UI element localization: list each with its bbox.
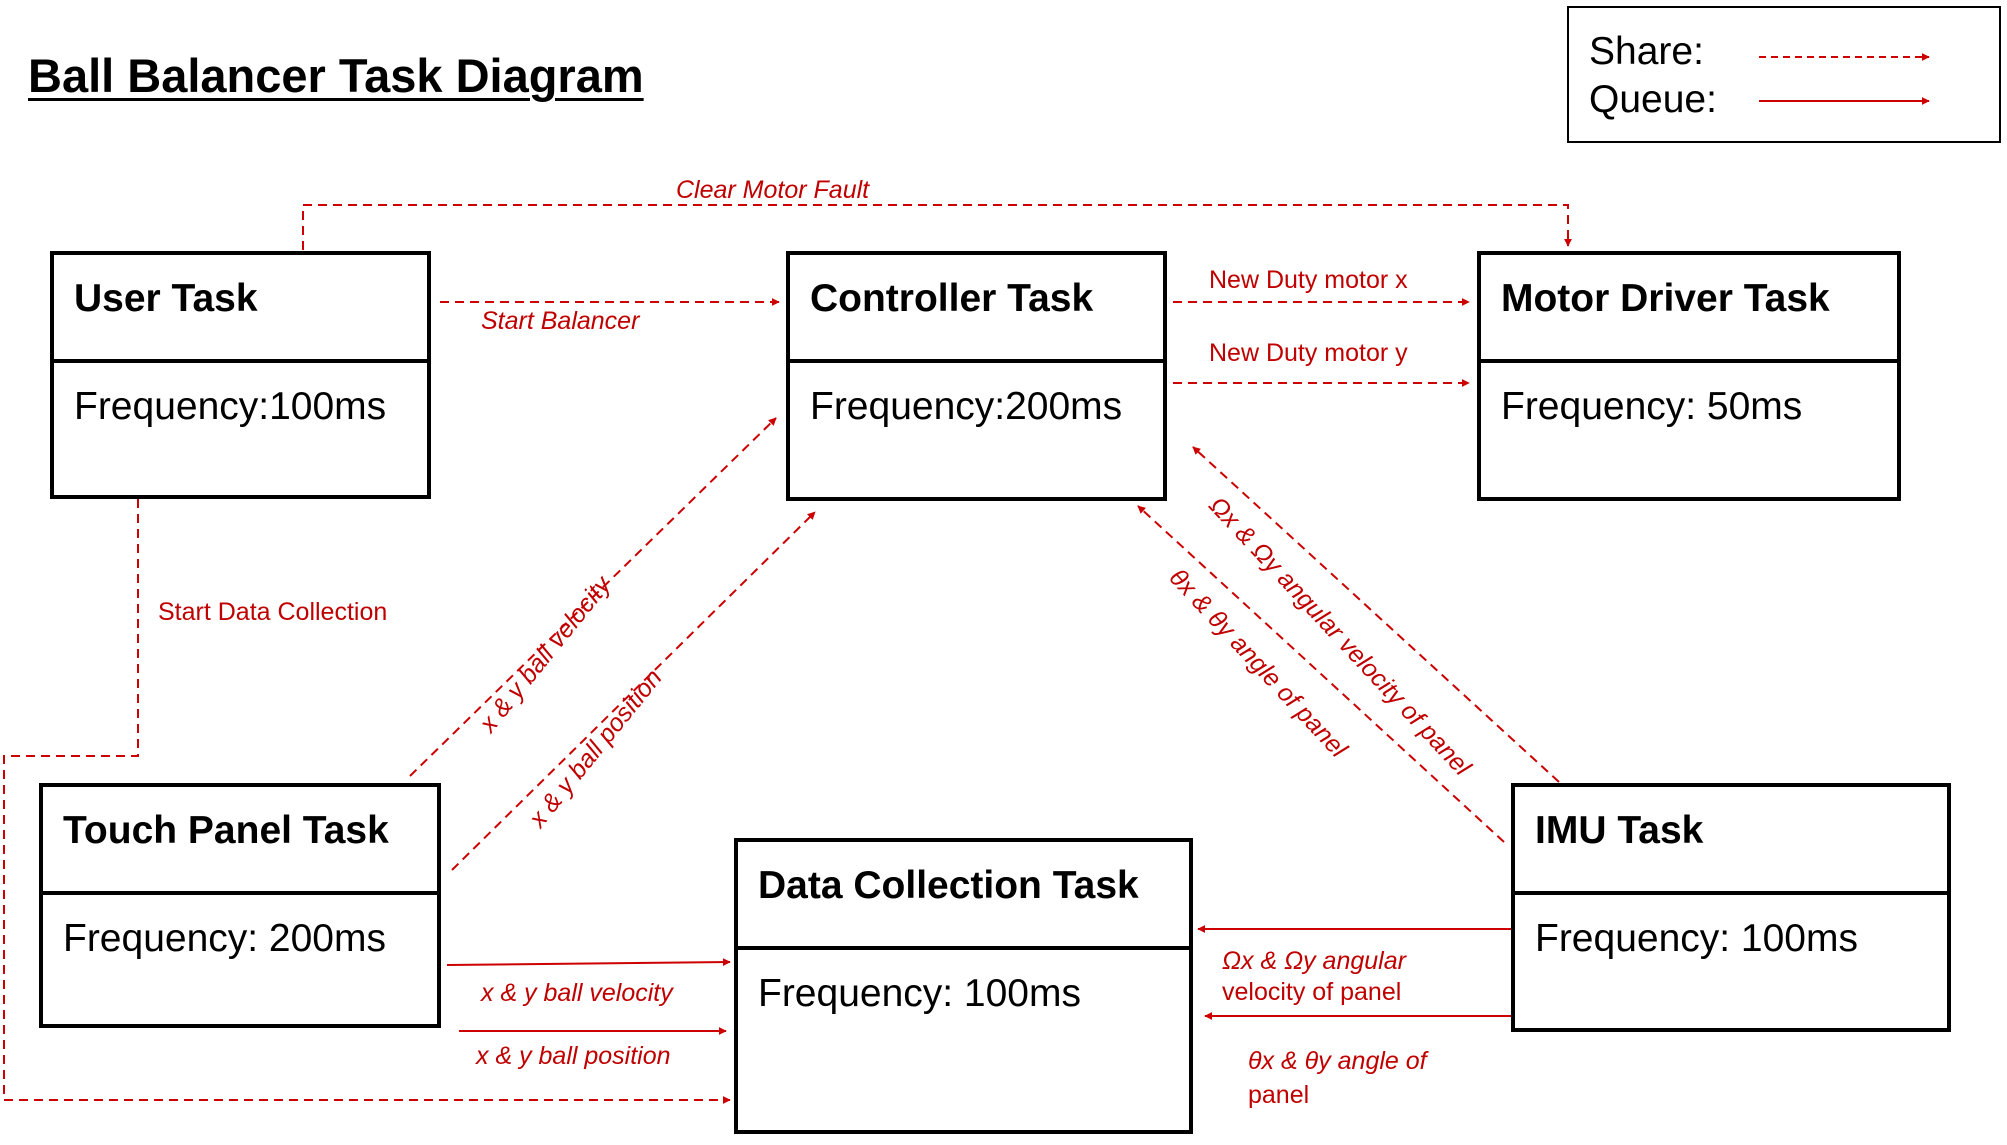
label-imu-dc-angle-line2: panel — [1248, 1081, 1310, 1109]
task-header: User Task — [54, 255, 427, 363]
label-new-duty-x: New Duty motor x — [1209, 266, 1408, 294]
arrow-start-data-collection — [3, 499, 731, 1104]
label-start-data-collection: Start Data Collection — [158, 598, 388, 626]
task-header: Motor Driver Task — [1481, 255, 1897, 363]
arrow-tp-ctrl-position — [451, 511, 816, 871]
label-imu-dc-angular-velocity-line1: Ωx & Ωy angular — [1222, 947, 1406, 975]
task-frequency: Frequency: 100ms — [758, 972, 1081, 1015]
controller-task-box: Controller Task Frequency:200ms — [786, 251, 1167, 501]
task-header: Touch Panel Task — [43, 787, 437, 895]
arrow-clear-motor-fault — [302, 204, 1572, 250]
legend-queue-label: Queue: — [1589, 78, 1717, 121]
task-frequency: Frequency: 100ms — [1535, 917, 1858, 960]
task-name: IMU Task — [1535, 809, 1704, 852]
task-frequency: Frequency:200ms — [810, 385, 1123, 428]
task-header: IMU Task — [1515, 787, 1947, 895]
task-name: Touch Panel Task — [63, 809, 389, 852]
user-task-box: User Task Frequency:100ms — [50, 251, 431, 499]
label-imu-dc-angular-velocity-line2: velocity of panel — [1222, 978, 1402, 1006]
task-frequency: Frequency: 200ms — [63, 917, 386, 960]
task-frequency: Frequency:100ms — [74, 385, 387, 428]
arrow-imu-ctrl-angle — [1137, 505, 1505, 843]
label-imu-dc-angle-line1: θx & θy angle of — [1248, 1047, 1427, 1075]
legend: Share: Queue: — [1567, 6, 2001, 143]
label-start-balancer: Start Balancer — [481, 307, 640, 335]
label-clear-motor-fault: Clear Motor Fault — [676, 176, 870, 204]
task-name: Controller Task — [810, 277, 1094, 320]
arrow-tp-dc-velocity — [446, 958, 731, 967]
imu-task-box: IMU Task Frequency: 100ms — [1511, 783, 1951, 1032]
arrow-imu-ctrl-angular-velocity — [1192, 446, 1560, 783]
task-name: Motor Driver Task — [1501, 277, 1830, 320]
task-name: Data Collection Task — [758, 864, 1139, 907]
label-tp-dc-velocity: x & y ball velocity — [481, 979, 673, 1007]
arrow-tp-ctrl-velocity — [409, 417, 777, 777]
legend-share-label: Share: — [1589, 30, 1704, 73]
task-header: Data Collection Task — [738, 842, 1189, 950]
motor-driver-task-box: Motor Driver Task Frequency: 50ms — [1477, 251, 1901, 501]
task-name: User Task — [74, 277, 258, 320]
data-collection-task-box: Data Collection Task Frequency: 100ms — [734, 838, 1193, 1134]
label-tp-dc-position: x & y ball position — [476, 1042, 671, 1070]
touch-panel-task-box: Touch Panel Task Frequency: 200ms — [39, 783, 441, 1028]
label-new-duty-y: New Duty motor y — [1209, 339, 1408, 367]
task-frequency: Frequency: 50ms — [1501, 385, 1803, 428]
task-header: Controller Task — [790, 255, 1163, 363]
page-title: Ball Balancer Task Diagram — [28, 49, 644, 102]
